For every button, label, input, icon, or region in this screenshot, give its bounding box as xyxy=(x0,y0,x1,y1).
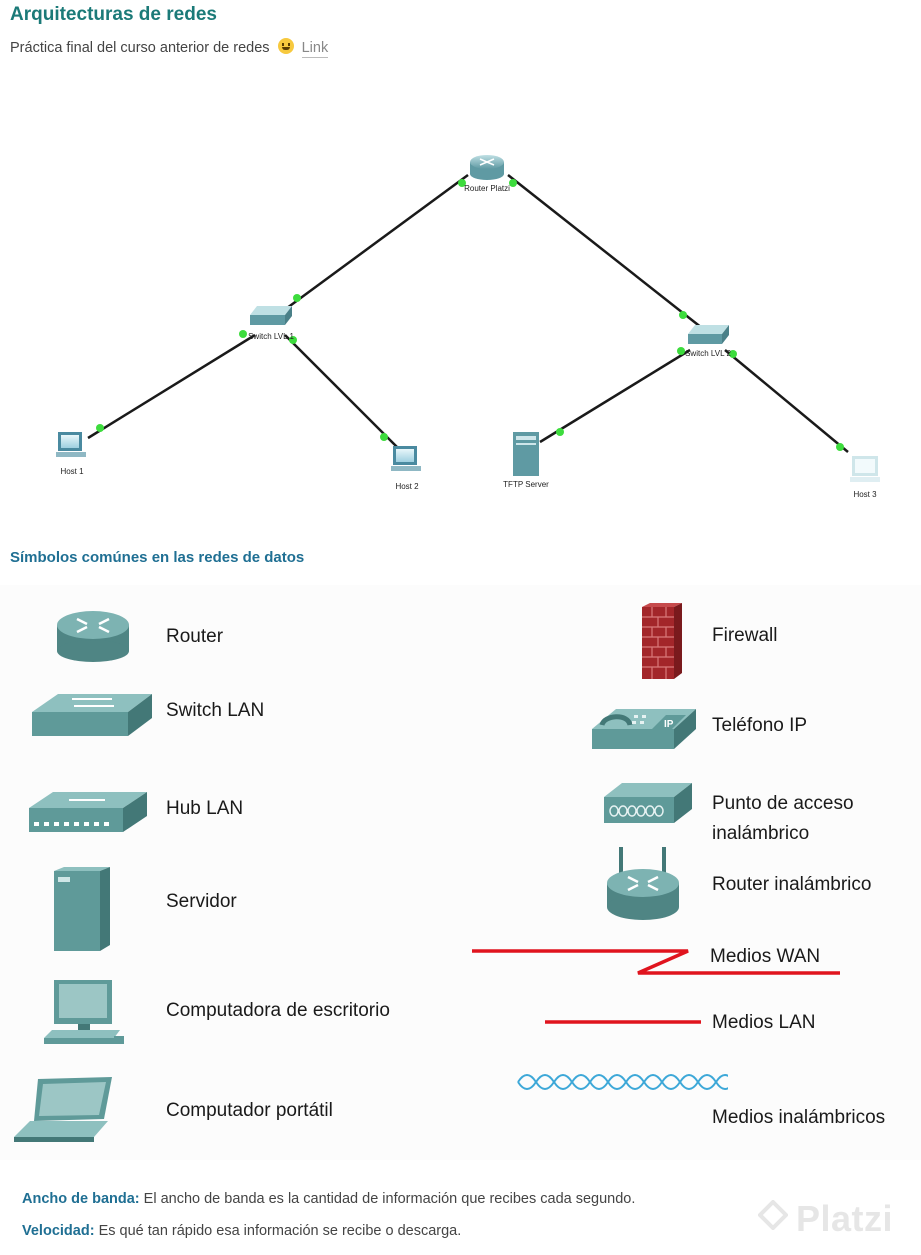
access-point-label: Punto de acceso inalámbrico xyxy=(712,793,854,844)
bandwidth-definition: Ancho de banda: El ancho de banda es la … xyxy=(22,1191,635,1207)
course-link[interactable]: Link xyxy=(301,40,329,58)
server-label: Servidor xyxy=(166,891,237,912)
speed-term: Velocidad: xyxy=(22,1223,95,1239)
tftp-label: TFTP Server xyxy=(503,480,549,489)
switch-lan-icon xyxy=(32,694,152,736)
ip-phone-label: Teléfono IP xyxy=(712,715,808,736)
wireless-router-label: Router inalámbrico xyxy=(712,874,872,895)
firewall-label: Firewall xyxy=(712,625,778,646)
switch2-label: Switch LVL 2 xyxy=(685,349,731,358)
platzi-watermark: Platzi xyxy=(796,1198,894,1239)
switch1-label: Switch LVL 1 xyxy=(248,332,294,341)
laptop-label: Computador portátil xyxy=(166,1100,333,1121)
router-label: Router Platzi xyxy=(464,184,510,193)
link-switch1-host2 xyxy=(284,334,399,449)
lan-media-icon xyxy=(545,1020,701,1024)
host1-label: Host 1 xyxy=(60,467,84,476)
wan-media-label: Medios WAN xyxy=(710,946,821,967)
bandwidth-text: El ancho de banda es la cantidad de info… xyxy=(143,1191,636,1207)
platzi-logo-icon xyxy=(758,1200,788,1230)
subtitle-text: Práctica final del curso anterior de red… xyxy=(10,40,270,56)
access-point-icon xyxy=(604,783,692,823)
link-switch2-tftp xyxy=(539,348,691,444)
router-label: Router xyxy=(166,626,224,647)
hub-lan-label: Hub LAN xyxy=(166,798,244,819)
firewall-icon xyxy=(642,603,682,679)
desktop-computer-icon xyxy=(44,980,124,1044)
tftp-server-node[interactable]: TFTP Server xyxy=(503,432,549,489)
host3-label: Host 3 xyxy=(853,490,877,499)
desktop-label: Computadora de escritorio xyxy=(166,1000,390,1021)
port-indicators xyxy=(96,179,844,451)
server-icon xyxy=(54,867,110,951)
bandwidth-term: Ancho de banda: xyxy=(22,1191,140,1207)
switch-lvl2-node[interactable]: Switch LVL 2 xyxy=(685,325,731,358)
topology-links xyxy=(87,173,849,453)
link-switch1-host1 xyxy=(87,333,256,440)
symbols-section-title: Símbolos comúnes en las redes de datos xyxy=(10,549,305,566)
wireless-router-icon xyxy=(607,847,679,920)
laptop-icon xyxy=(14,1077,112,1142)
wireless-media-label: Medios inalámbricos xyxy=(712,1107,886,1128)
link-router-switch1 xyxy=(267,173,469,324)
wireless-media-icon xyxy=(517,1074,728,1090)
switch-lvl1-node[interactable]: Switch LVL 1 xyxy=(248,306,294,341)
link-router-switch2 xyxy=(507,174,703,329)
link-switch2-host3 xyxy=(724,349,849,453)
smiley-emoji-icon xyxy=(277,38,294,54)
host3-node[interactable]: Host 3 xyxy=(850,456,880,499)
svg-text:IP: IP xyxy=(664,719,674,730)
speed-text: Es qué tan rápido esa información se rec… xyxy=(98,1223,462,1239)
lan-media-label: Medios LAN xyxy=(712,1012,816,1033)
host2-label: Host 2 xyxy=(395,482,419,491)
symbols-legend-panel: Router Switch LAN Hub LAN Servidor Compu… xyxy=(0,585,921,1160)
page-subtitle: Práctica final del curso anterior de red… xyxy=(10,38,329,58)
ip-phone-icon: IP xyxy=(592,709,696,749)
hub-lan-icon xyxy=(29,792,147,832)
page-title: Arquitecturas de redes xyxy=(10,4,217,25)
switch-lan-label: Switch LAN xyxy=(166,700,265,721)
router-icon xyxy=(57,611,129,662)
host2-node[interactable]: Host 2 xyxy=(391,446,421,491)
network-topology-diagram: Router Platzi Switch LVL 1 Switch LVL 2 … xyxy=(56,155,880,499)
router-platzi-node[interactable]: Router Platzi xyxy=(464,155,510,193)
host1-node[interactable]: Host 1 xyxy=(56,432,86,476)
wan-media-icon xyxy=(472,949,840,975)
speed-definition: Velocidad: Es qué tan rápido esa informa… xyxy=(22,1223,461,1239)
